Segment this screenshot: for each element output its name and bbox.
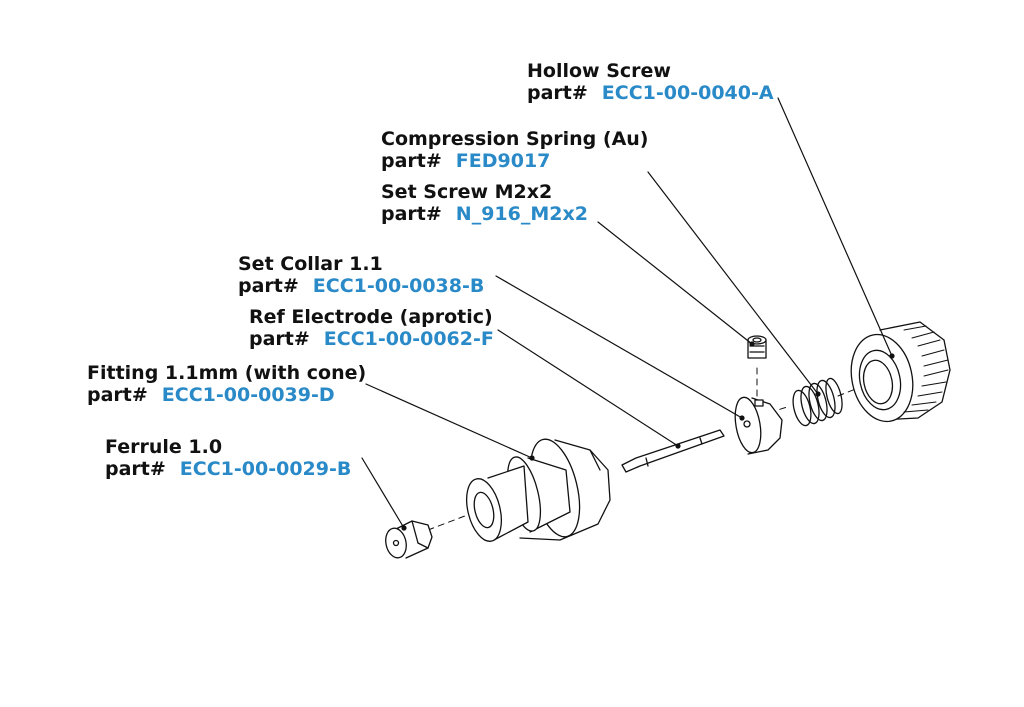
- leader-ferrule: [361, 457, 405, 529]
- part-number-prefix: part#: [105, 458, 166, 480]
- part-name: Ref Electrode (aprotic): [249, 306, 493, 328]
- part-name: Compression Spring (Au): [381, 128, 649, 150]
- leader-lines: [361, 97, 895, 531]
- callout-ferrule: Ferrule 1.0 part# ECC1-00-0029-B: [105, 436, 351, 480]
- part-name: Hollow Screw: [527, 60, 671, 82]
- part-number-prefix: part#: [87, 384, 148, 406]
- part-number: FED9017: [455, 150, 551, 172]
- callout-compression-spring: Compression Spring (Au) part# FED9017: [381, 128, 648, 172]
- part-name: Ferrule 1.0: [105, 436, 223, 458]
- part-number-prefix: part#: [381, 150, 442, 172]
- part-number: ECC1-00-0040-A: [601, 82, 774, 104]
- part-number: ECC1-00-0039-D: [161, 384, 335, 406]
- callout-fitting: Fitting 1.1mm (with cone) part# ECC1-00-0…: [87, 362, 366, 406]
- leader-ref-electrode: [497, 329, 679, 447]
- part-number: ECC1-00-0029-B: [179, 458, 352, 480]
- set-collar-part: [734, 396, 783, 455]
- leader-spring: [647, 171, 819, 395]
- ferrule-part: [385, 520, 433, 559]
- part-name: Set Collar 1.1: [238, 253, 383, 275]
- fitting-part: [466, 438, 611, 542]
- hollow-screw-part: [850, 321, 951, 423]
- compression-spring-part: [792, 377, 843, 427]
- ref-electrode-part: [621, 429, 725, 473]
- set-screw-part: [747, 335, 767, 359]
- part-number: ECC1-00-0062-F: [323, 328, 494, 350]
- callout-hollow-screw: Hollow Screw part# ECC1-00-0040-A: [527, 60, 774, 104]
- part-number-prefix: part#: [381, 203, 442, 225]
- part-number-prefix: part#: [527, 82, 588, 104]
- part-number: N_916_M2x2: [455, 203, 588, 225]
- part-number-prefix: part#: [238, 275, 299, 297]
- leader-set-screw: [597, 221, 753, 345]
- part-name: Fitting 1.1mm (with cone): [87, 362, 367, 384]
- knurl-lines: [903, 325, 949, 413]
- part-name: Set Screw M2x2: [381, 181, 553, 203]
- callout-set-screw: Set Screw M2x2 part# N_916_M2x2: [381, 181, 588, 225]
- leader-hollow-screw: [777, 97, 893, 357]
- callout-ref-electrode: Ref Electrode (aprotic) part# ECC1-00-006…: [249, 306, 494, 350]
- part-number: ECC1-00-0038-B: [312, 275, 485, 297]
- leader-fitting: [365, 383, 533, 459]
- part-number-prefix: part#: [249, 328, 310, 350]
- leader-set-collar: [495, 275, 743, 419]
- callout-set-collar: Set Collar 1.1 part# ECC1-00-0038-B: [238, 253, 484, 297]
